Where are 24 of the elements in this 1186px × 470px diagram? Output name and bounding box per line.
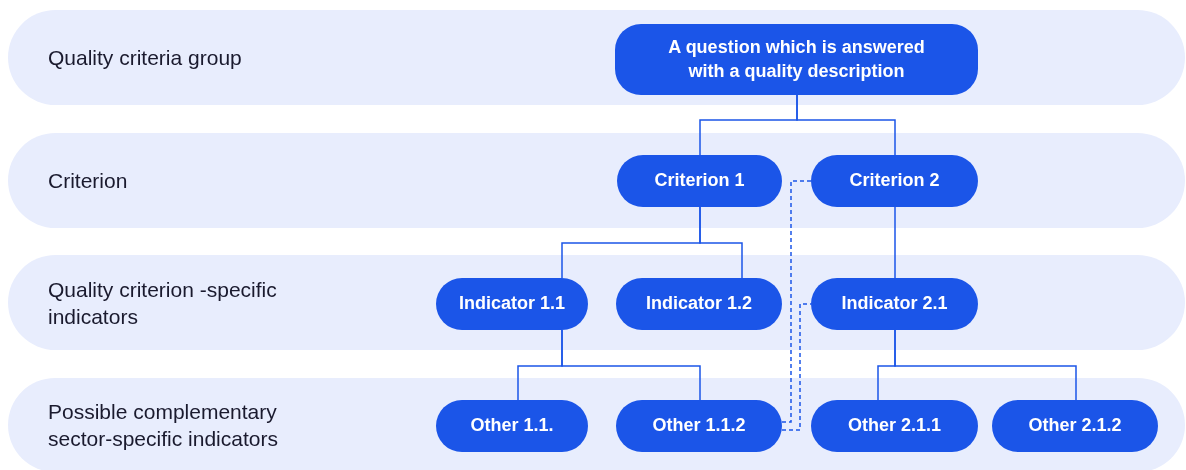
node-pill: Other 2.1.2 xyxy=(992,400,1158,452)
node-pill: Indicator 1.2 xyxy=(616,278,782,330)
row-band xyxy=(8,133,1185,228)
node-pill: A question which is answered with a quality description xyxy=(615,24,978,95)
node-pill: Other 1.1. xyxy=(436,400,588,452)
row-label: Possible complementary sector-specific indicators xyxy=(48,398,279,452)
node-pill: Indicator 2.1 xyxy=(811,278,978,330)
row-band xyxy=(8,10,1185,105)
row-label: Quality criteria group xyxy=(48,44,243,71)
row-band xyxy=(8,255,1185,350)
connector-line xyxy=(894,206,896,279)
dashed-connector xyxy=(781,180,812,423)
node-pill: Criterion 1 xyxy=(617,155,782,207)
row-label: Criterion xyxy=(48,167,129,194)
node-pill: Other 2.1.1 xyxy=(811,400,978,452)
connector-line xyxy=(894,329,1077,401)
connector-line xyxy=(699,206,743,279)
node-pill: Other 1.1.2 xyxy=(616,400,782,452)
row-label: Quality criterion -specific indicators xyxy=(48,276,278,330)
connector-line xyxy=(561,329,701,401)
connector-line xyxy=(796,94,896,156)
node-pill: Indicator 1.1 xyxy=(436,278,588,330)
node-pill: Criterion 2 xyxy=(811,155,978,207)
row-band xyxy=(8,378,1185,470)
